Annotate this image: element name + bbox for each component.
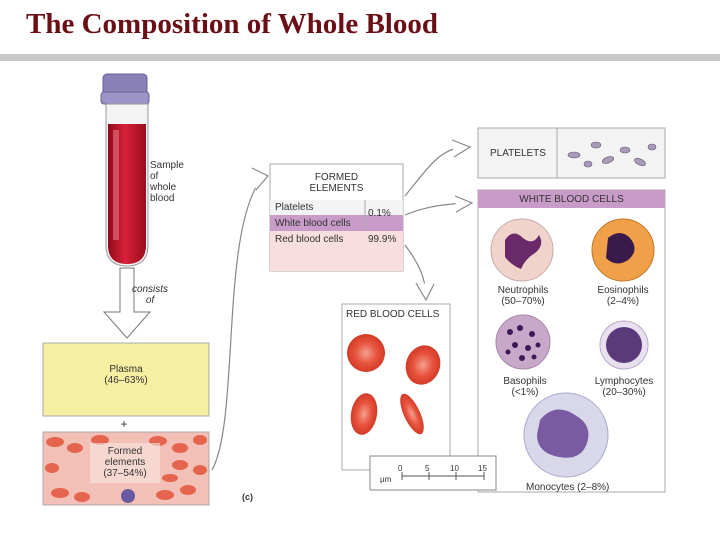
neutrophils-pct: (50–70%) bbox=[501, 296, 545, 307]
plasma-box bbox=[42, 342, 210, 417]
scale-bar bbox=[369, 455, 497, 491]
scale-unit: µm bbox=[380, 475, 392, 484]
row-platelets: Platelets bbox=[275, 202, 314, 213]
consists-of-label: consists of bbox=[131, 284, 169, 306]
red-blood-cells-panel bbox=[341, 303, 451, 471]
plus-sign: + bbox=[120, 417, 128, 431]
row-rbc: Red blood cells bbox=[275, 234, 344, 245]
platelets-header: PLATELETS bbox=[490, 148, 546, 159]
basophils-name: Basophils bbox=[503, 376, 547, 387]
row-rbc-value: 99.9% bbox=[368, 234, 397, 245]
basophils-pct: (<1%) bbox=[511, 387, 539, 398]
formed-elements-box bbox=[42, 431, 210, 506]
lymphocytes-name: Lymphocytes bbox=[594, 376, 654, 387]
tube-label: Sample of whole blood bbox=[150, 160, 184, 204]
title-underline bbox=[0, 54, 720, 61]
monocytes-label: Monocytes (2–8%) bbox=[526, 482, 610, 493]
wbc-header: WHITE BLOOD CELLS bbox=[519, 194, 624, 205]
scale-tick-10: 10 bbox=[450, 464, 459, 473]
row-wbc: White blood cells bbox=[275, 218, 351, 229]
formed-elements-label: Formed elements (37–54%) bbox=[103, 446, 147, 479]
eosinophils-pct: (2–4%) bbox=[606, 296, 640, 307]
neutrophils-name: Neutrophils bbox=[497, 285, 549, 296]
formed-elements-table bbox=[269, 163, 404, 272]
platelets-panel bbox=[477, 127, 666, 179]
row-wbc-value: 0.1% bbox=[368, 208, 391, 219]
page-title: The Composition of Whole Blood bbox=[26, 8, 438, 40]
lymphocytes-pct: (20–30%) bbox=[602, 387, 646, 398]
scale-tick-5: 5 bbox=[425, 464, 430, 473]
rbc-header: RED BLOOD CELLS bbox=[346, 309, 440, 320]
formed-header: FORMED ELEMENTS bbox=[309, 172, 364, 194]
white-blood-cells-panel bbox=[477, 189, 666, 493]
plasma-label: Plasma (46–63%) bbox=[104, 364, 148, 386]
scale-tick-15: 15 bbox=[478, 464, 487, 473]
flow-arrows bbox=[211, 139, 474, 471]
panel-label: (c) bbox=[242, 492, 253, 502]
eosinophils-name: Eosinophils bbox=[597, 285, 649, 296]
scale-tick-0: 0 bbox=[398, 464, 403, 473]
consists-of-arrow bbox=[102, 267, 152, 339]
blood-sample-tube bbox=[100, 73, 150, 267]
